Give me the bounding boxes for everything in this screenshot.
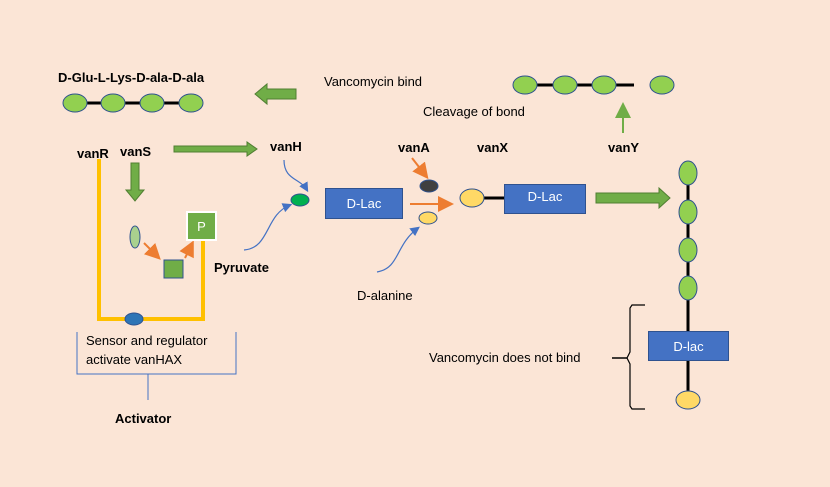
- peptide-normal-label: D-Glu-L-Lys-D-ala-D-ala: [58, 70, 205, 85]
- vanS-label: vanS: [120, 144, 152, 159]
- peptide-chain-resistant: [675, 160, 701, 410]
- phosphate-box: P: [186, 211, 217, 241]
- vanS-to-vanH-arrow: [173, 141, 258, 157]
- peptide-bead: [552, 75, 578, 95]
- vanH-curve-arrow: [283, 159, 309, 193]
- peptide-bead: [62, 93, 88, 113]
- peptide-bead: [178, 93, 204, 113]
- peptide-bead: [678, 160, 698, 186]
- peptide-bead: [678, 237, 698, 263]
- vanA-label: vanA: [398, 140, 430, 155]
- pyruvate-label: Pyruvate: [214, 260, 269, 275]
- vanA-enzyme: [419, 179, 439, 193]
- d-lac-dimer-box: D-Lac: [504, 184, 586, 214]
- d-alanine-curve-arrow: [376, 226, 420, 273]
- kinase-square: [163, 259, 184, 279]
- vancomycin-no-bind-label: Vancomycin does not bind: [429, 350, 581, 365]
- vancomycin-bind-arrow: [254, 82, 297, 106]
- d-lac-terminal-box: D-lac: [648, 331, 729, 361]
- d-lactate-molecule: [290, 193, 310, 207]
- product-arrow: [595, 186, 671, 210]
- d-alanine-molecule: [418, 211, 438, 225]
- vanY-label: vanY: [608, 140, 640, 155]
- peptide-bead: [678, 275, 698, 301]
- sensor-node: [124, 312, 144, 326]
- curly-brace: [626, 304, 645, 410]
- vanX-label: vanX: [477, 140, 509, 155]
- peptide-chain-normal: [62, 93, 204, 113]
- peptide-bead-cleaved: [649, 75, 675, 95]
- vancomycin-bind-label: Vancomycin bind: [324, 74, 423, 89]
- signal-molecule: [129, 225, 141, 249]
- pyruvate-curve-arrow: [243, 203, 293, 251]
- vanS-down-arrow: [124, 162, 146, 202]
- peptide-chain-cleaved: [512, 75, 675, 95]
- peptide-bead: [512, 75, 538, 95]
- peptide-bead: [591, 75, 617, 95]
- sensor-label-line1: Sensor and regulator: [86, 333, 208, 348]
- vanH-label: vanH: [270, 139, 302, 154]
- activator-label: Activator: [115, 411, 172, 426]
- peptide-bead: [100, 93, 126, 113]
- d-alanine-label: D-alanine: [357, 288, 413, 303]
- d-lac-box: D-Lac: [325, 188, 403, 219]
- vanA-arrow: [411, 157, 429, 180]
- peptide-bead: [139, 93, 165, 113]
- d-ala-terminal-bead: [675, 390, 701, 410]
- cleavage-label: Cleavage of bond: [423, 104, 525, 119]
- orange-arrow: [143, 242, 161, 260]
- sensor-label-line2: activate vanHAX: [86, 352, 183, 367]
- vanR-label: vanR: [77, 146, 109, 161]
- dimer-d-ala: [459, 188, 485, 208]
- peptide-bead: [678, 199, 698, 225]
- sensor-membrane-line: [97, 159, 205, 321]
- sensor-bracket: [76, 332, 237, 375]
- orange-arrow: [179, 240, 194, 259]
